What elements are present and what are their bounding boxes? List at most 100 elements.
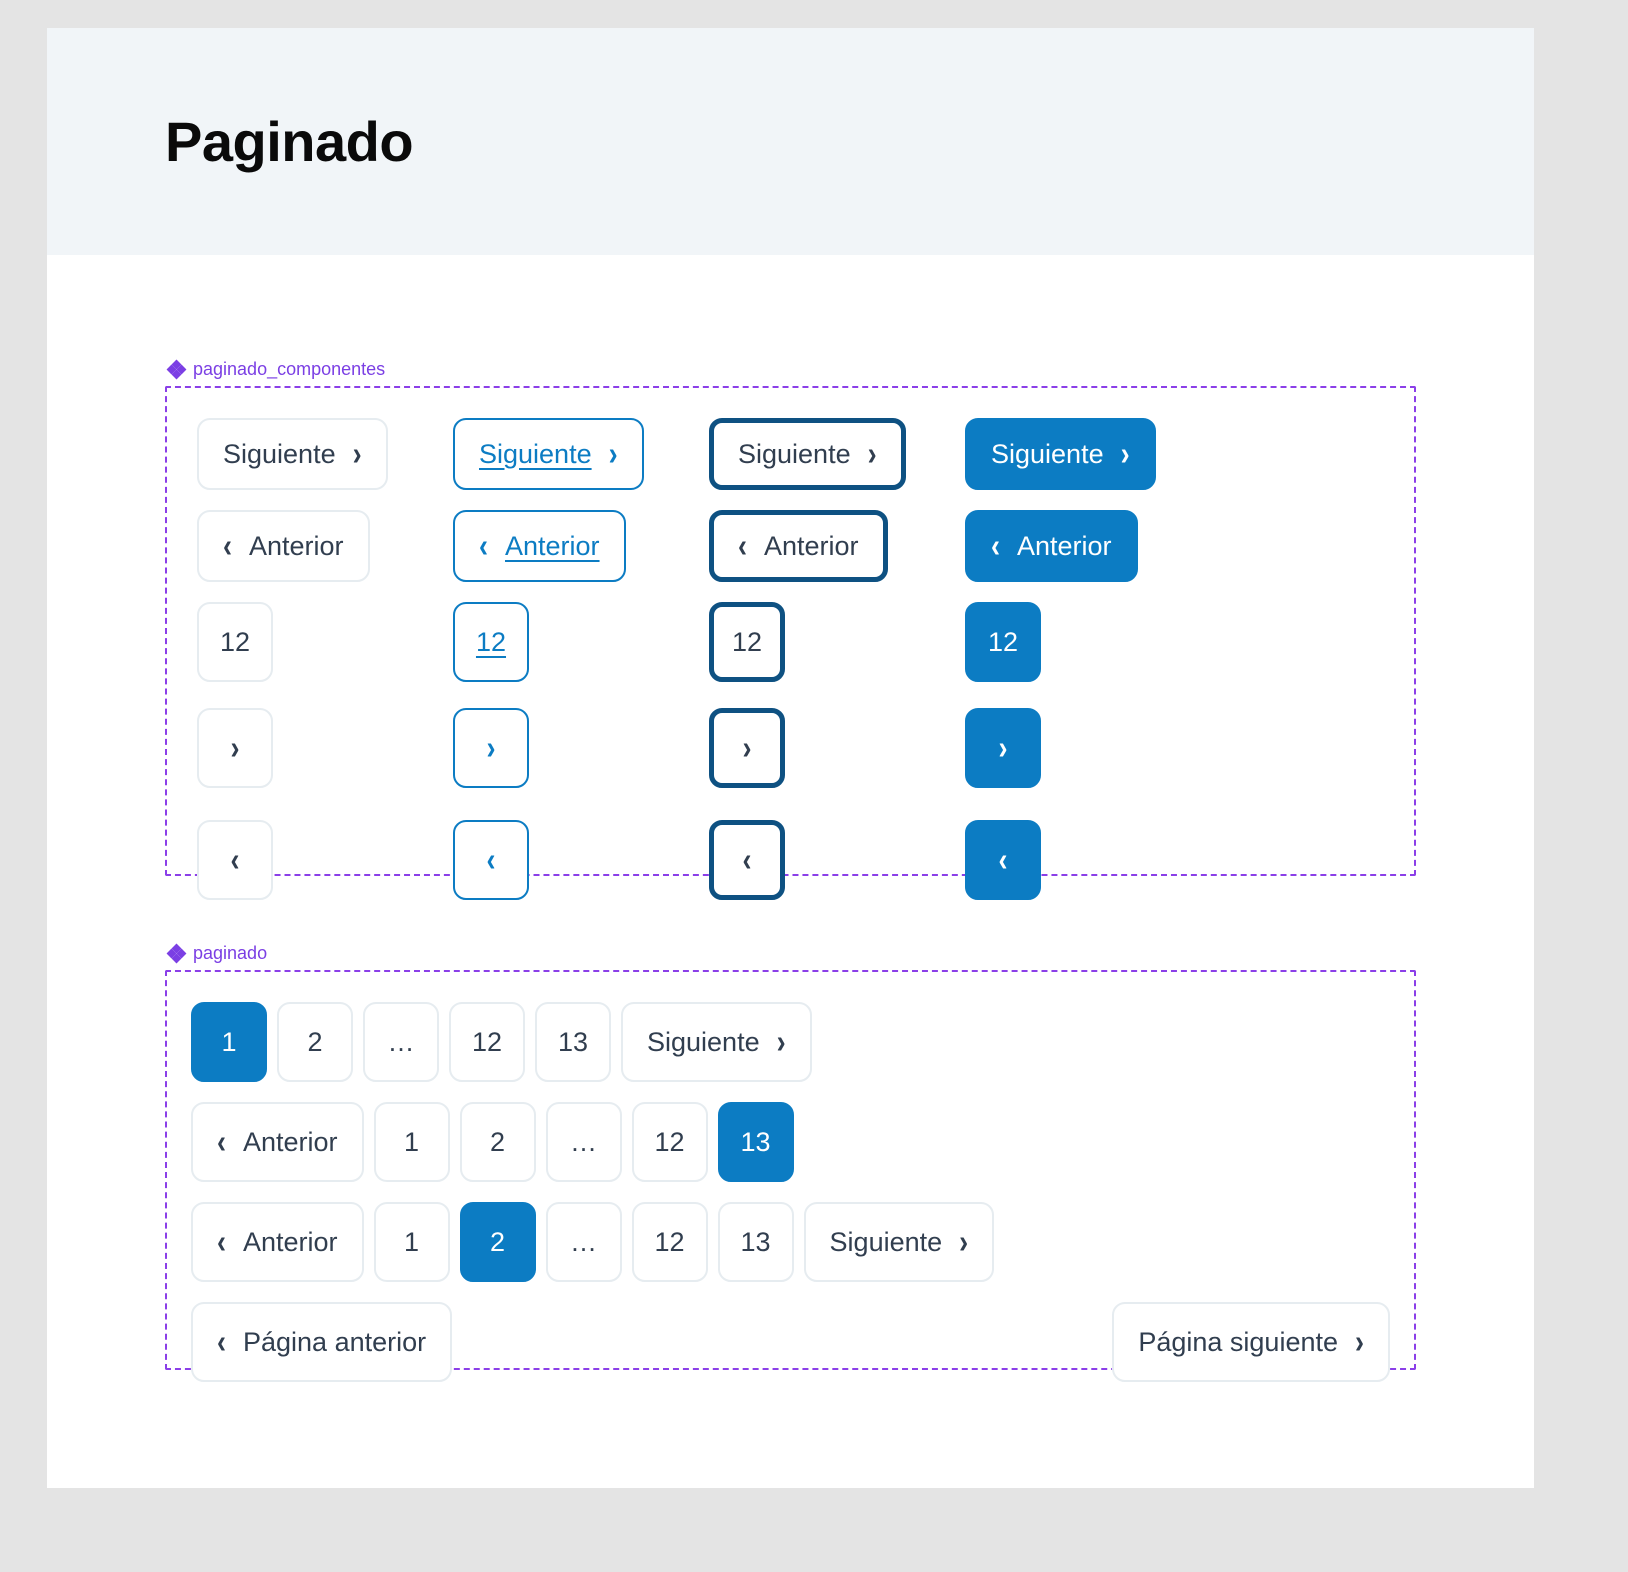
frame-label-text: paginado_componentes xyxy=(193,359,386,379)
prev-icon-button-focus[interactable]: ‹ xyxy=(709,820,785,900)
next-button[interactable]: Siguiente › xyxy=(803,1202,995,1282)
prev-button[interactable]: ‹ Anterior xyxy=(191,1202,364,1282)
next-button-label: Siguiente xyxy=(738,438,851,469)
page-number-button-focus[interactable]: 12 xyxy=(709,602,785,682)
prev-button-label: Anterior xyxy=(764,530,859,561)
chevron-left-icon: ‹ xyxy=(738,527,747,564)
cell-prev-hover: ‹ Anterior xyxy=(453,510,709,582)
page-number-button[interactable]: 12 xyxy=(631,1202,708,1282)
chevron-right-icon: › xyxy=(486,729,496,766)
cell-number-active: 12 xyxy=(965,602,1221,682)
page-number-label: 12 xyxy=(731,626,763,657)
page-number-label: 12 xyxy=(654,1226,685,1257)
frame-paginado-componentes: paginado_componentes Siguiente › Siguien… xyxy=(165,359,1416,900)
page-number-button[interactable]: 12 xyxy=(631,1102,708,1182)
cell-prev-default: ‹ Anterior xyxy=(197,510,453,582)
next-button-label: Siguiente xyxy=(223,438,336,469)
chevron-right-icon: › xyxy=(1355,1323,1364,1360)
frame-label-paginado: paginado xyxy=(165,943,1416,963)
page-number-label: 12 xyxy=(475,626,507,657)
next-icon-button-default[interactable]: › xyxy=(197,708,273,788)
next-button-default[interactable]: Siguiente › xyxy=(197,418,388,490)
next-button-label: Siguiente xyxy=(647,1026,760,1057)
cell-next-active: Siguiente › xyxy=(965,418,1221,490)
cell-prev-icon-active: ‹ xyxy=(965,814,1221,906)
previous-page-button[interactable]: ‹ Página anterior xyxy=(191,1302,453,1382)
page-number-button[interactable]: 12 xyxy=(449,1002,525,1082)
next-icon-button-focus[interactable]: › xyxy=(709,708,785,788)
cell-prev-icon-hover: ‹ xyxy=(453,814,709,906)
page-ellipsis-button[interactable]: … xyxy=(545,1102,622,1182)
next-page-button[interactable]: Página siguiente › xyxy=(1112,1302,1390,1382)
next-icon-button-active[interactable]: › xyxy=(965,708,1041,788)
cell-prev-icon-focus: ‹ xyxy=(709,814,965,906)
cell-number-hover: 12 xyxy=(453,602,709,682)
next-button[interactable]: Siguiente › xyxy=(621,1002,812,1082)
cell-next-icon-active: › xyxy=(965,702,1221,794)
prev-button-default[interactable]: ‹ Anterior xyxy=(197,510,370,582)
pagination-last-page: ‹ Anterior 1 2 … 12 xyxy=(191,1102,1390,1182)
next-button-focus[interactable]: Siguiente › xyxy=(709,418,906,490)
page-ellipsis-label: … xyxy=(570,1226,598,1257)
page-number-label: 2 xyxy=(490,1126,506,1157)
prev-icon-button-hover[interactable]: ‹ xyxy=(453,820,529,900)
page-number-button[interactable]: 13 xyxy=(535,1002,611,1082)
chevron-left-icon: ‹ xyxy=(230,841,240,878)
cell-prev-icon-default: ‹ xyxy=(197,814,453,906)
cell-next-icon-default: › xyxy=(197,702,453,794)
page-number-button-default[interactable]: 12 xyxy=(197,602,273,682)
next-button-active[interactable]: Siguiente › xyxy=(965,418,1156,490)
prev-button-focus[interactable]: ‹ Anterior xyxy=(709,510,888,582)
component-state-grid: Siguiente › Siguiente › Siguiente xyxy=(197,418,1414,906)
prev-button-label: Anterior xyxy=(1017,530,1112,561)
page-number-button[interactable]: 13 xyxy=(717,1102,794,1182)
pagination-first-page: 1 2 … 12 13 Siguiente xyxy=(191,1002,1390,1082)
next-button-label: Siguiente xyxy=(991,438,1104,469)
page-number-label: 12 xyxy=(654,1126,685,1157)
component-diamond-icon xyxy=(166,943,187,963)
page-number-button[interactable]: 13 xyxy=(717,1202,794,1282)
next-icon-button-hover[interactable]: › xyxy=(453,708,529,788)
frame-label-componentes: paginado_componentes xyxy=(165,359,1416,379)
prev-button-active[interactable]: ‹ Anterior xyxy=(965,510,1138,582)
page-number-button[interactable]: 1 xyxy=(373,1102,450,1182)
prev-button-hover[interactable]: ‹ Anterior xyxy=(453,510,626,582)
chevron-left-icon: ‹ xyxy=(486,841,496,878)
page-number-button[interactable]: 2 xyxy=(277,1002,353,1082)
chevron-left-icon: ‹ xyxy=(217,1223,226,1260)
cell-number-focus: 12 xyxy=(709,602,965,682)
page-number-label: 13 xyxy=(740,1226,771,1257)
pagination-middle-page: ‹ Anterior 1 2 … 12 xyxy=(191,1202,1390,1282)
page-number-label: 2 xyxy=(490,1226,506,1257)
page-number-label: 13 xyxy=(557,1026,589,1057)
page-number-button[interactable]: 1 xyxy=(191,1002,267,1082)
page-title: Paginado xyxy=(165,109,414,173)
prev-button[interactable]: ‹ Anterior xyxy=(191,1102,364,1182)
chevron-right-icon: › xyxy=(998,729,1008,766)
chevron-left-icon: ‹ xyxy=(223,527,232,564)
prev-button-label: Anterior xyxy=(243,1226,338,1257)
page-number-button-active[interactable]: 12 xyxy=(965,602,1041,682)
chevron-right-icon: › xyxy=(230,729,240,766)
page-number-button[interactable]: 1 xyxy=(373,1202,450,1282)
page-number-label: 12 xyxy=(987,626,1019,657)
page-number-button-hover[interactable]: 12 xyxy=(453,602,529,682)
page-ellipsis-label: … xyxy=(387,1026,415,1057)
frame-paginado: paginado 1 2 … 12 xyxy=(165,943,1416,1382)
page-ellipsis-button[interactable]: … xyxy=(363,1002,439,1082)
prev-icon-button-active[interactable]: ‹ xyxy=(965,820,1041,900)
cell-prev-active: ‹ Anterior xyxy=(965,510,1221,582)
cell-next-icon-focus: › xyxy=(709,702,965,794)
chevron-left-icon: ‹ xyxy=(998,841,1008,878)
next-button-label: Siguiente xyxy=(479,438,592,469)
chevron-right-icon: › xyxy=(608,435,618,472)
component-diamond-icon xyxy=(166,359,187,379)
page-canvas: Paginado paginado_componentes Siguiente … xyxy=(47,28,1534,1488)
page-ellipsis-button[interactable]: … xyxy=(545,1202,622,1282)
next-page-label: Página siguiente xyxy=(1138,1326,1338,1357)
page-number-button[interactable]: 2 xyxy=(459,1202,536,1282)
next-button-hover[interactable]: Siguiente › xyxy=(453,418,644,490)
prev-icon-button-default[interactable]: ‹ xyxy=(197,820,273,900)
page-ellipsis-label: … xyxy=(570,1126,598,1157)
page-number-button[interactable]: 2 xyxy=(459,1102,536,1182)
